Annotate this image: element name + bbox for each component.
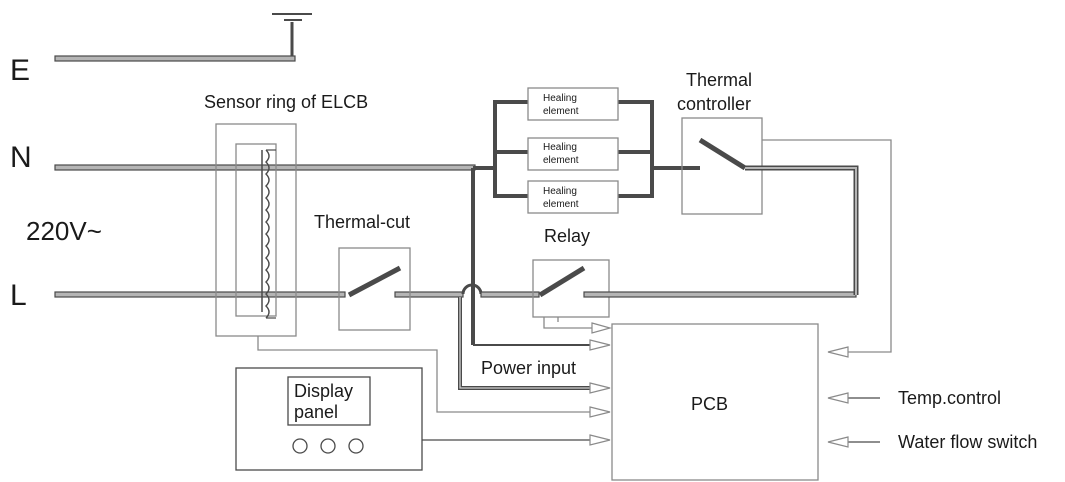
earth-label: E — [10, 54, 30, 87]
display-button-1 — [292, 438, 308, 454]
display-signal-arrow — [589, 434, 611, 446]
heating-element-2 — [527, 137, 619, 171]
voltage-label: 220V~ — [26, 216, 102, 246]
line-label: L — [10, 279, 27, 312]
display-label-line2: panel — [294, 402, 338, 422]
display-button-2 — [320, 438, 336, 454]
heating-element-3-line1: Healing — [543, 186, 577, 197]
thermal-cut-switch-blade — [347, 265, 402, 298]
neutral-wire — [54, 164, 476, 171]
relay-control-arrow-1 — [591, 322, 613, 334]
pcb-label: PCB — [691, 394, 728, 414]
temp-control-label: Temp.control — [898, 388, 1001, 408]
relay-box — [532, 259, 610, 318]
sensor-ring-label: Sensor ring of ELCB — [204, 92, 368, 112]
heating-element-3-line2: element — [543, 199, 579, 210]
water-flow-arrow — [827, 436, 849, 448]
heating-element-1 — [527, 87, 619, 121]
relay-label: Relay — [544, 226, 590, 246]
thermal-controller-output-wire-inner — [745, 167, 857, 295]
display-label-line1: Display — [294, 381, 353, 401]
thermal-controller-signal-wire — [762, 139, 892, 353]
pcb-box — [611, 323, 819, 481]
display-panel-box — [235, 367, 423, 471]
heating-element-2-line2: element — [543, 155, 579, 166]
earth-wire — [54, 55, 296, 62]
line-wire-to-relay — [480, 291, 540, 298]
power-input-label: Power input — [481, 358, 576, 378]
heating-element-bus — [493, 100, 700, 198]
display-screen — [287, 376, 371, 426]
relay-output-wire — [583, 291, 857, 298]
heating-element-3 — [527, 180, 619, 214]
line-wire-left — [54, 291, 346, 298]
power-input-arrow-2 — [589, 382, 611, 394]
neutral-label: N — [10, 141, 32, 174]
water-flow-switch-label: Water flow switch — [898, 432, 1037, 452]
elcb-signal-arrow — [589, 406, 611, 418]
relay-switch-blade — [538, 265, 586, 298]
heating-element-2-line1: Healing — [543, 142, 577, 153]
thermal-controller-signal-arrow — [827, 346, 849, 358]
elcb-signal-wire — [257, 336, 590, 413]
temp-control-arrow — [827, 392, 849, 404]
display-button-3 — [348, 438, 364, 454]
thermal-controller-label-line1: Thermal — [686, 70, 752, 90]
power-input-arrow-1 — [589, 339, 611, 351]
heating-element-1-line1: Healing — [543, 93, 577, 104]
line-wire-mid — [394, 291, 464, 298]
relay-control-wire-1 — [543, 317, 592, 329]
thermal-controller-switch-blade — [698, 137, 747, 171]
thermal-cut-box — [338, 247, 411, 331]
elcb-sensor-outer-box — [215, 123, 297, 337]
thermal-controller-label-line2: controller — [677, 94, 751, 114]
thermal-cut-label: Thermal-cut — [314, 212, 410, 232]
earth-symbol — [272, 13, 312, 60]
power-input-wire-2-inner — [459, 297, 590, 389]
elcb-coil — [265, 149, 270, 319]
heating-element-1-line2: element — [543, 106, 579, 117]
elcb-sensor-inner-box — [235, 143, 277, 317]
